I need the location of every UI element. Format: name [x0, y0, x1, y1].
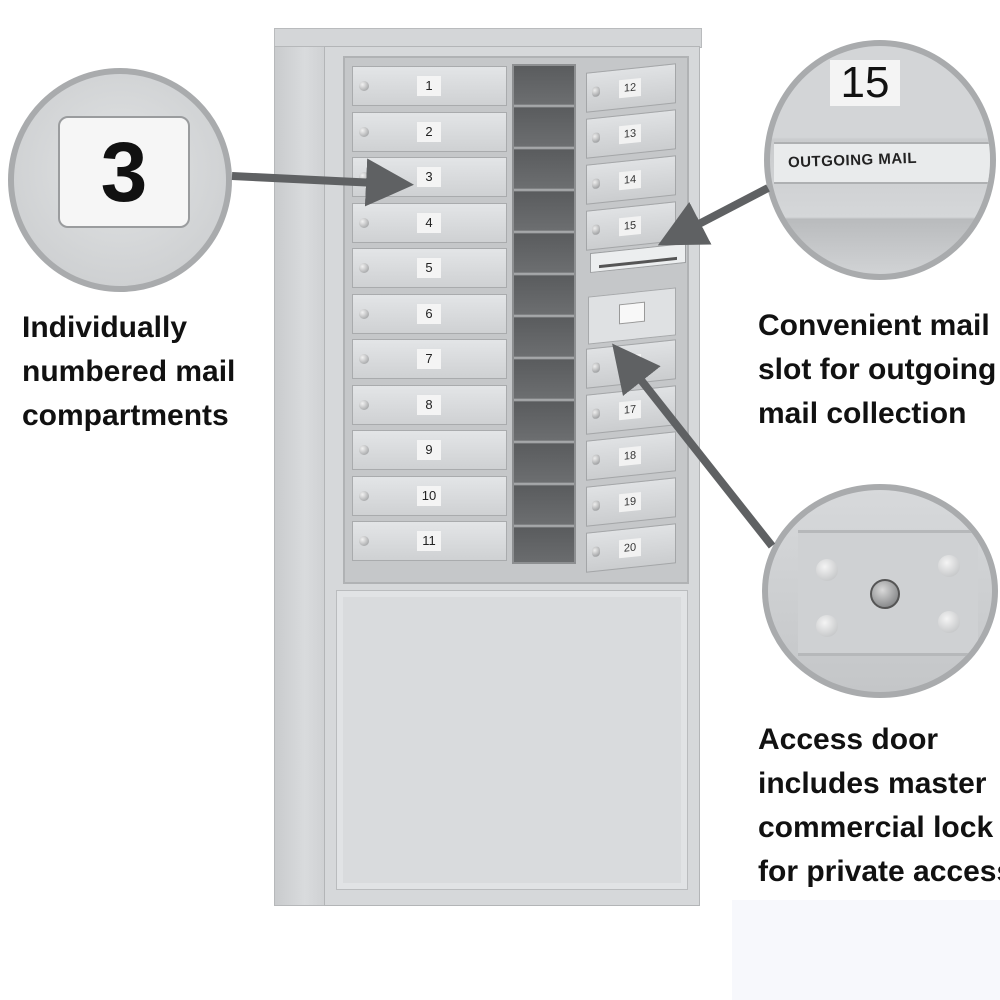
mail-compartment-door[interactable]: 3: [352, 157, 507, 197]
door-knob-icon: [592, 500, 600, 512]
caption-line: for private access: [758, 855, 1000, 888]
caption-access-door: Access door includes master commercial l…: [758, 718, 1000, 894]
caption-line: includes master: [758, 767, 987, 800]
compartment-number: 12: [619, 77, 641, 99]
caption-line: Individually: [22, 311, 188, 344]
door-knob-icon: [592, 178, 600, 190]
mail-compartment-door[interactable]: 2: [352, 111, 507, 152]
door-knob-icon: [359, 263, 369, 273]
mail-compartment-door[interactable]: 11: [352, 521, 507, 561]
compartment-number: 11: [417, 531, 441, 551]
caption-line: mail collection: [758, 397, 967, 430]
caption-line: numbered mail: [22, 355, 236, 388]
compartment-number: 20: [619, 537, 641, 559]
rivet: [938, 555, 960, 577]
caption-line: commercial lock: [758, 811, 994, 844]
compartment-number: 4: [417, 212, 441, 233]
compartment-number: 14: [619, 169, 641, 191]
cabinet-lower-panel: [336, 590, 688, 890]
callout-circle-outgoing: 15 OUTGOING MAIL: [764, 40, 996, 280]
open-cabinet-interior: [512, 64, 576, 564]
door-knob-icon: [592, 132, 600, 144]
rivet: [816, 615, 838, 637]
compartment-number: 17: [619, 399, 641, 421]
outgoing-mail-bar: OUTGOING MAIL: [774, 142, 990, 184]
door-knob-icon: [359, 172, 369, 182]
mail-compartment-door[interactable]: 8: [352, 384, 507, 425]
lock-plate: [798, 530, 978, 656]
background-patch: [732, 900, 1000, 1000]
mail-compartment-door[interactable]: 9: [352, 430, 507, 470]
caption-line: compartments: [22, 399, 229, 432]
compartment-number: 1: [417, 76, 441, 96]
door-knob-icon: [359, 217, 369, 228]
door-knob-icon: [359, 308, 369, 319]
caption-line: slot for outgoing: [758, 353, 997, 386]
door-knob-icon: [592, 86, 600, 98]
compartment-number: 6: [417, 303, 441, 324]
door-knob-icon: [359, 354, 369, 364]
callout-circle-lock: [762, 484, 998, 698]
compartment-number: 15: [619, 215, 641, 237]
caption-line: Convenient mail: [758, 309, 990, 342]
compartment-number: 10: [417, 485, 441, 506]
compartment-number: 19: [619, 491, 641, 513]
compartment-number: 5: [417, 258, 441, 278]
compartment-number: 9: [417, 440, 441, 460]
door-knob-icon: [592, 454, 600, 466]
access-door-lock-plate[interactable]: [588, 287, 676, 345]
door-knob-icon: [359, 399, 369, 410]
compartment-number: 18: [619, 445, 641, 467]
mail-compartment-door[interactable]: 5: [352, 248, 507, 288]
door-knob-icon: [359, 445, 369, 455]
outgoing-mail-label: OUTGOING MAIL: [787, 149, 918, 172]
compartment-number: 2: [417, 121, 441, 142]
compartment-number: 8: [417, 394, 441, 415]
rivet: [938, 611, 960, 633]
compartment-number: 16: [619, 353, 641, 375]
door-knob-icon: [359, 490, 369, 501]
door-knob-icon: [359, 536, 369, 546]
mail-compartment-door[interactable]: 6: [352, 293, 507, 334]
mail-compartment-door[interactable]: 7: [352, 339, 507, 379]
caption-numbered-compartments: Individually numbered mail compartments: [22, 306, 235, 438]
callout-circle-number: 3: [8, 68, 232, 292]
rivet: [816, 559, 838, 581]
door-knob-icon: [592, 546, 600, 558]
cabinet-side-panel: [274, 46, 326, 906]
mail-compartment-door[interactable]: 1: [352, 66, 507, 106]
door-knob-icon: [592, 224, 600, 236]
compartment-number: 7: [417, 349, 441, 369]
master-lock-icon: [870, 579, 900, 609]
compartment-number: 13: [619, 123, 641, 145]
caption-outgoing-slot: Convenient mail slot for outgoing mail c…: [758, 304, 996, 436]
plate-label: [619, 301, 645, 325]
caption-line: Access door: [758, 723, 939, 756]
door-knob-icon: [359, 81, 369, 91]
number-card: 3: [58, 116, 190, 228]
door-knob-icon: [359, 126, 369, 137]
number-label-15: 15: [830, 60, 900, 106]
cabinet-top: [274, 28, 702, 48]
door-knob-icon: [592, 408, 600, 420]
door-knob-icon: [592, 362, 600, 374]
mail-compartment-door[interactable]: 10: [352, 475, 507, 516]
mail-compartment-door[interactable]: 4: [352, 202, 507, 243]
compartment-number: 3: [417, 167, 441, 187]
